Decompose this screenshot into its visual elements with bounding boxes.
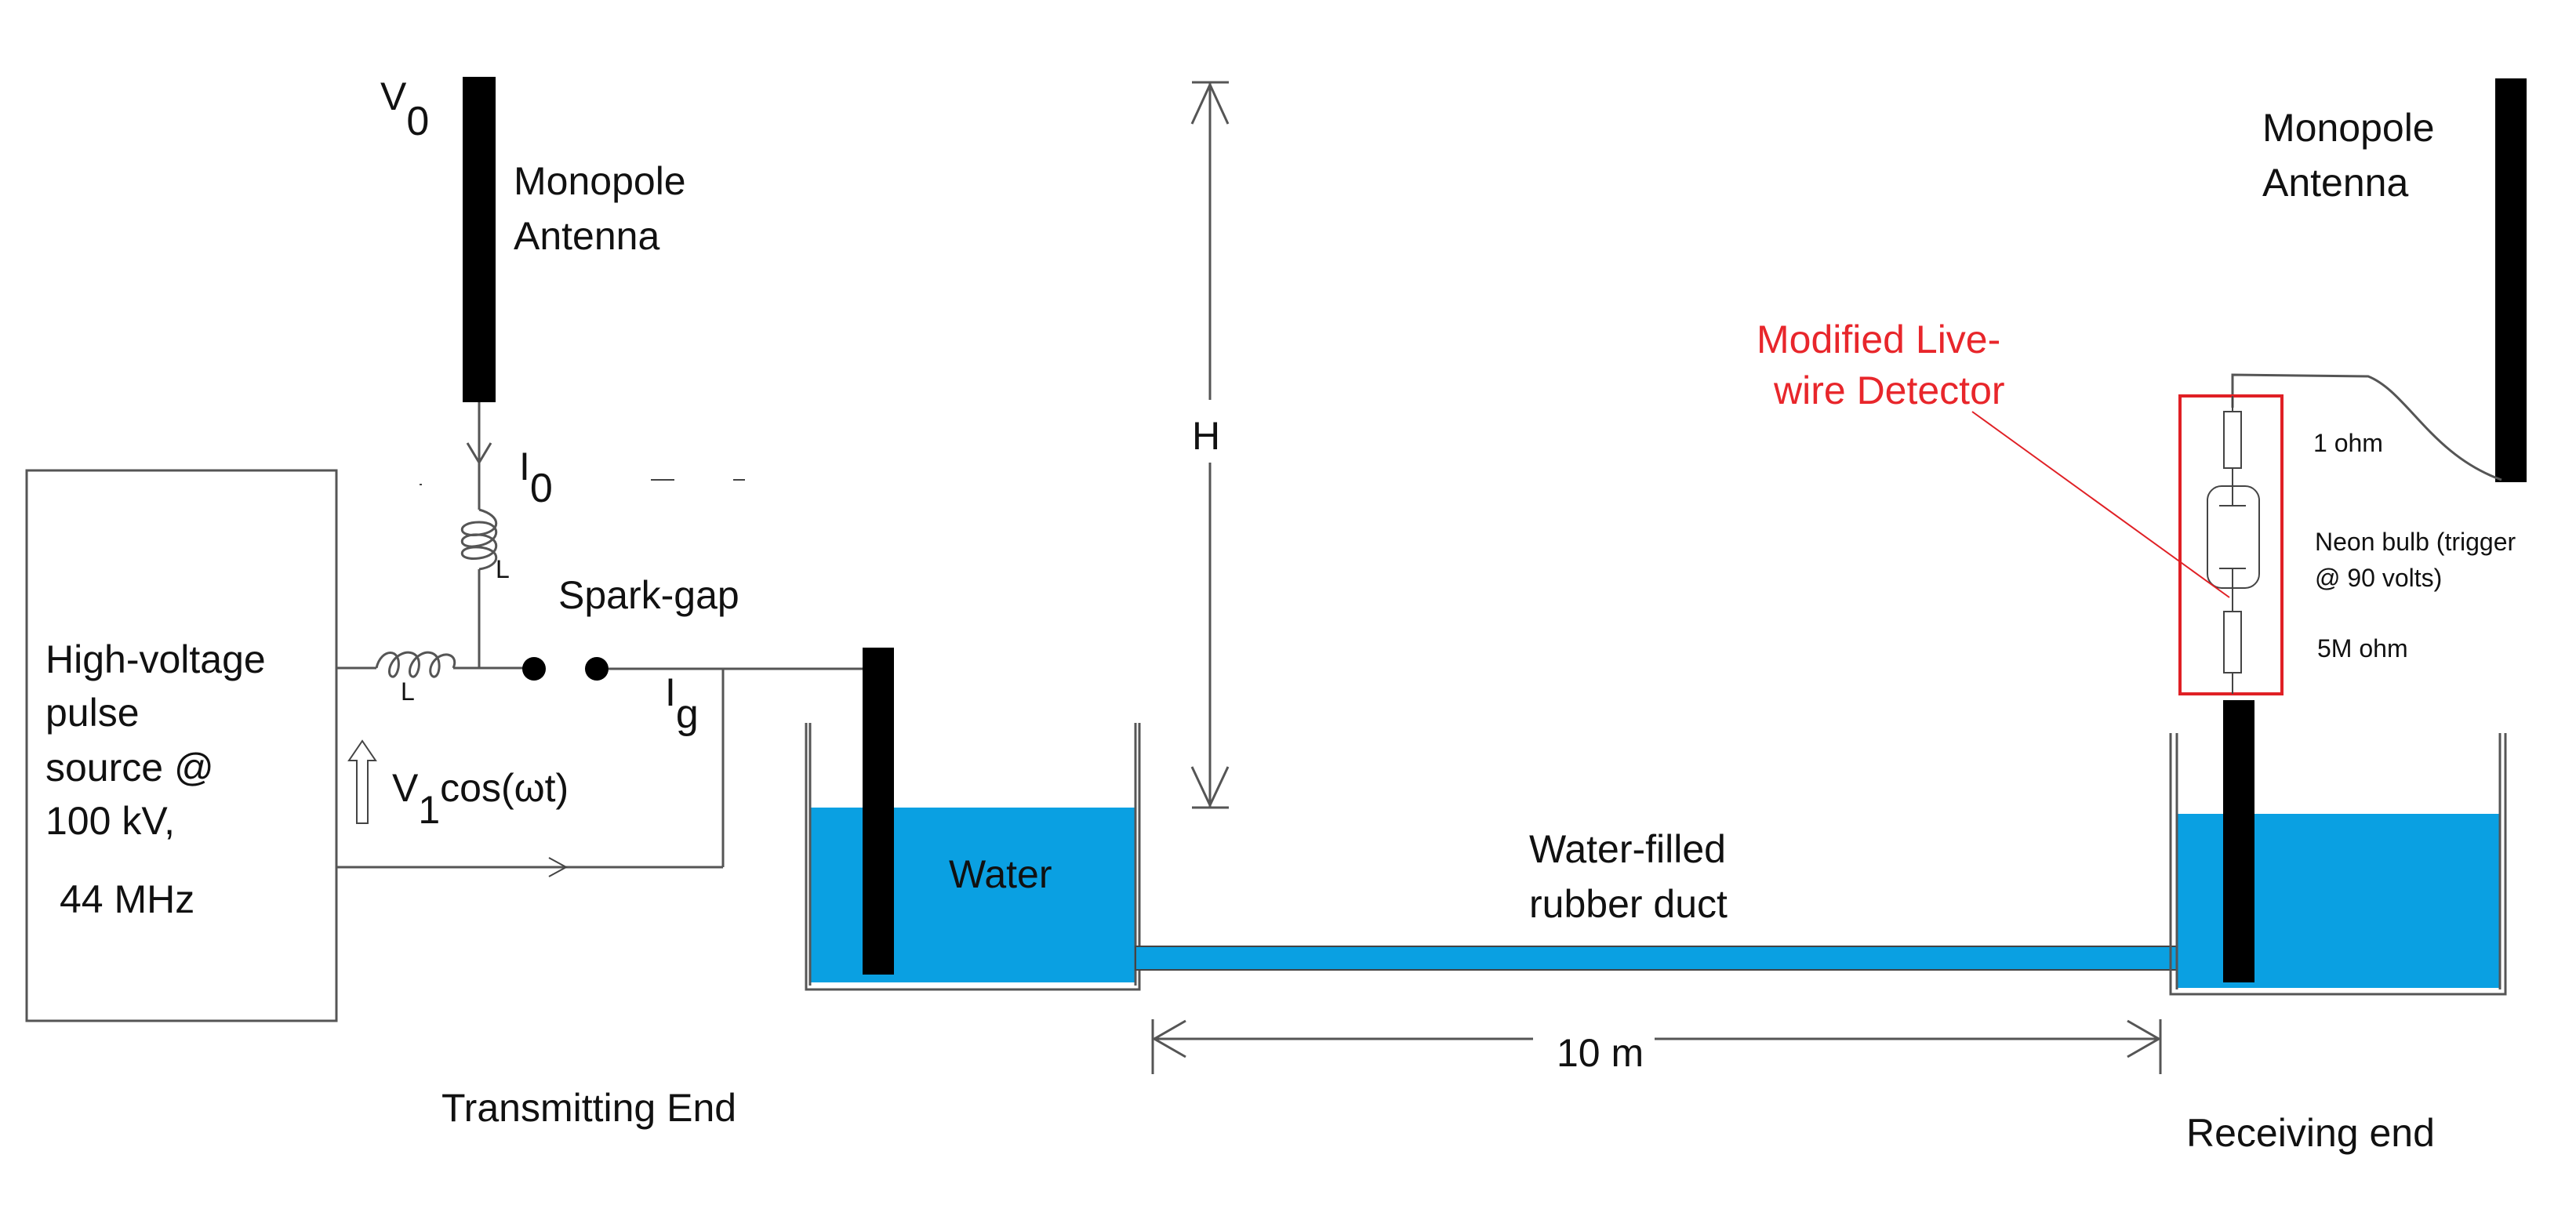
height-label: H (1192, 414, 1220, 458)
distance-arrow-right-icon (2127, 1019, 2162, 1058)
resistor-5mohm-icon (2223, 611, 2242, 673)
pulse-source-box (25, 469, 338, 1022)
source-line-1: High-voltage (45, 637, 266, 681)
antenna-to-detector-wire (2231, 373, 2502, 481)
detector-callout-line (1971, 411, 2230, 598)
source-line-3: source @ (45, 746, 214, 790)
spark-gap-label: Spark-gap (558, 573, 739, 617)
i0-label: I0 (519, 445, 553, 511)
height-arrow-down-icon (1190, 766, 1230, 808)
transmit-antenna-label-1: Monopole (514, 159, 686, 203)
v1-label: V1cos(ωt) (392, 766, 569, 832)
receive-antenna-label-1: Monopole (2262, 106, 2435, 150)
resistor-top-label: 1 ohm (2313, 429, 2383, 457)
neon-label-2: @ 90 volts) (2315, 564, 2442, 592)
spark-gap-electrode-right (585, 657, 609, 681)
duct-label-2: rubber duct (1529, 882, 1728, 926)
horizontal-inductor-label: L (401, 677, 415, 706)
transmit-caption: Transmitting End (441, 1086, 736, 1130)
transmit-tank-wall (805, 723, 1141, 991)
transmit-antenna-label-2: Antenna (514, 214, 659, 258)
source-line-4: 100 kV, (45, 799, 175, 843)
vertical-inductor-icon (461, 508, 498, 571)
height-arrow-up-icon (1190, 82, 1230, 125)
transmit-water-label: Water (949, 852, 1052, 896)
receive-antenna-label-2: Antenna (2262, 161, 2408, 205)
distance-label: 10 m (1557, 1031, 1644, 1075)
distance-arrow-left-icon (1151, 1019, 1186, 1058)
neon-label-1: Neon bulb (trigger (2315, 528, 2516, 556)
transmit-antenna-rod (463, 77, 496, 402)
source-line-2: pulse (45, 691, 140, 735)
receive-caption: Receiving end (2186, 1111, 2435, 1155)
resistor-1ohm-icon (2223, 411, 2242, 469)
duct-label-1: Water-filled (1529, 827, 1726, 871)
height-label-bg (1180, 400, 1240, 463)
v1-voltage-arrow-icon (347, 739, 377, 824)
source-line-5: 44 MHz (60, 877, 194, 921)
resistor-bottom-label: 5M ohm (2317, 634, 2408, 663)
v0-label: V0 (380, 74, 429, 144)
receive-electrode-rod (2223, 700, 2254, 982)
spark-gap-electrode-left (522, 657, 546, 681)
current-i0-arrow-icon (466, 442, 492, 465)
detector-label-1: Modified Live- (1757, 318, 2000, 361)
transmit-electrode-rod (863, 648, 894, 975)
live-wire-detector-box (2178, 394, 2284, 695)
receive-antenna-rod (2495, 78, 2527, 482)
horizontal-inductor-icon (375, 651, 456, 678)
receive-tank-wall (2169, 733, 2507, 996)
detector-label-2: wire Detector (1773, 369, 2005, 412)
return-arrow-icon (548, 857, 569, 877)
vertical-inductor-label: L (496, 555, 510, 583)
rubber-duct (1135, 946, 2179, 971)
ig-label: Ig (665, 670, 699, 737)
